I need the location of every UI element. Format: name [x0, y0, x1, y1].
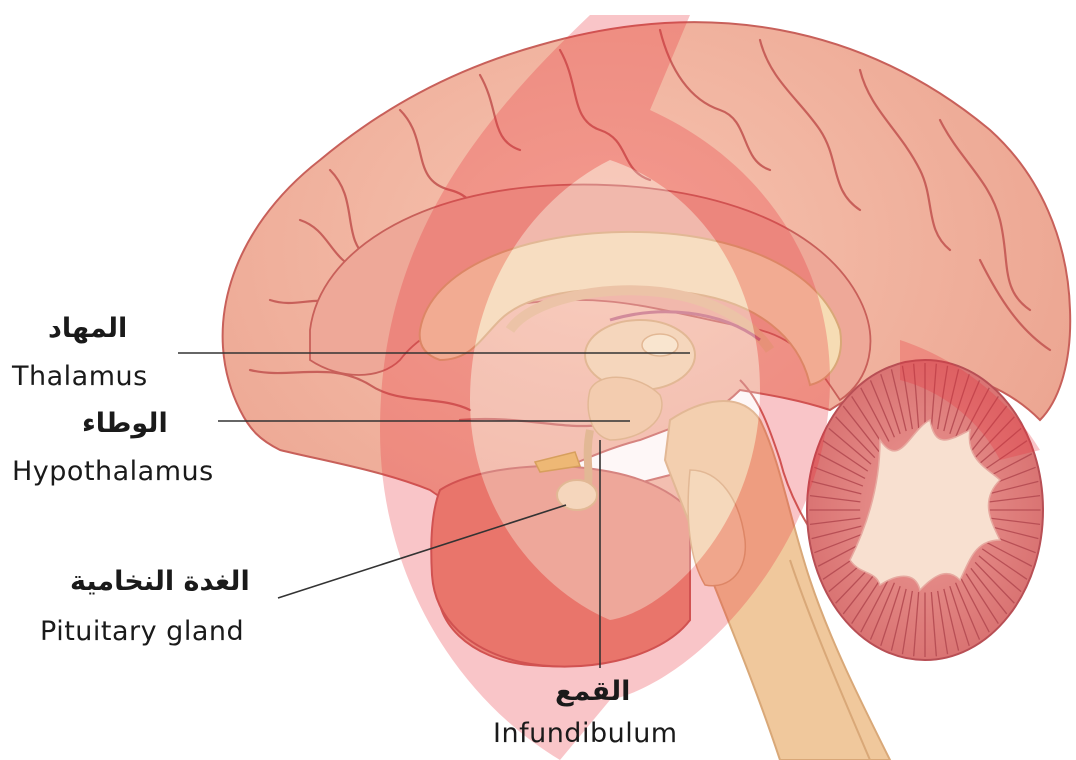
- hypothalamus-label-ar: الوطاء: [82, 410, 168, 437]
- hypothalamus-label-en: Hypothalamus: [12, 458, 214, 485]
- pituitary-label-en: Pituitary gland: [40, 618, 244, 645]
- thalamus-label-ar: المهاد: [48, 315, 127, 342]
- pituitary-label-ar: الغدة النخامية: [70, 568, 250, 595]
- pituitary-leader-line: [278, 505, 566, 598]
- thalamus-label-en: Thalamus: [12, 363, 148, 390]
- infundibulum-label-en: Infundibulum: [493, 720, 678, 747]
- infundibulum-label-ar: القمع: [555, 678, 630, 705]
